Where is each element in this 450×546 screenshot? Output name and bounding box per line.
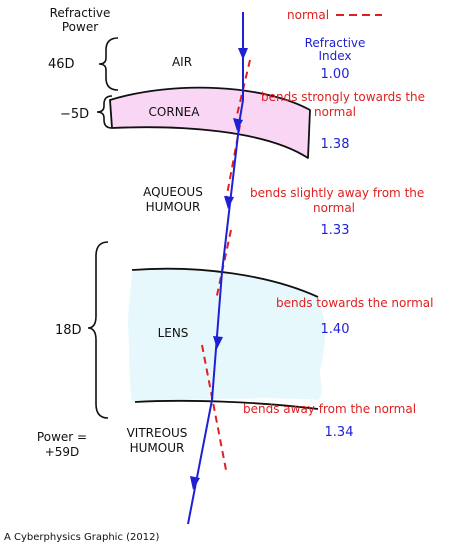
ray-arrow-2 (233, 118, 243, 131)
normal-lens-back (201, 344, 227, 471)
power-total-line1: Power = (37, 430, 87, 444)
note-aqueous-line2: normal (313, 201, 355, 215)
medium-aqueous-line1: AQUEOUS (143, 185, 203, 199)
brace-lens (87, 241, 109, 419)
light-ray (187, 12, 244, 525)
note-cornea-line1: bends strongly towards the (261, 90, 425, 104)
power-cornea: −5D (60, 107, 89, 122)
power-air: 46D (48, 57, 75, 72)
index-header-line1: Refractive (305, 36, 366, 50)
index-vitreous: 1.34 (325, 425, 354, 440)
ray-arrow-4 (213, 336, 223, 349)
medium-vitreous-line1: VITREOUS (127, 426, 188, 440)
index-header-line2: Index (318, 49, 351, 63)
index-lens: 1.40 (321, 322, 350, 337)
legend-label: normal (287, 8, 329, 22)
power-lens: 18D (55, 323, 82, 338)
medium-lens: LENS (158, 326, 189, 340)
lens-front-surface (131, 267, 319, 298)
medium-cornea: CORNEA (149, 105, 201, 119)
ray-arrow-1 (238, 48, 248, 60)
index-cornea: 1.38 (321, 137, 350, 152)
note-lens-back: bends away from the normal (243, 402, 416, 416)
cornea-shape (109, 86, 311, 159)
note-cornea-line2: normal (314, 105, 356, 119)
credit-text: A Cyberphysics Graphic (2012) (4, 532, 159, 543)
note-lens-front: bends towards the normal (276, 296, 433, 310)
medium-air: AIR (172, 55, 192, 69)
ray-arrow-5 (190, 476, 200, 490)
brace-air (98, 37, 119, 91)
index-aqueous: 1.33 (321, 223, 350, 238)
brace-cornea (96, 95, 113, 129)
ray-arrow-3 (224, 196, 234, 209)
medium-vitreous-line2: HUMOUR (130, 441, 185, 455)
note-aqueous-line1: bends slightly away from the (250, 186, 424, 200)
power-total-line2: +59D (45, 445, 80, 459)
index-air: 1.00 (321, 67, 350, 82)
lens-shape (128, 268, 325, 402)
medium-aqueous-line2: HUMOUR (146, 200, 201, 214)
ray-arrows (190, 48, 248, 490)
power-header-line2: Power (62, 20, 98, 34)
power-header-line1: Refractive (50, 6, 111, 20)
lens-back-surface (134, 399, 319, 410)
